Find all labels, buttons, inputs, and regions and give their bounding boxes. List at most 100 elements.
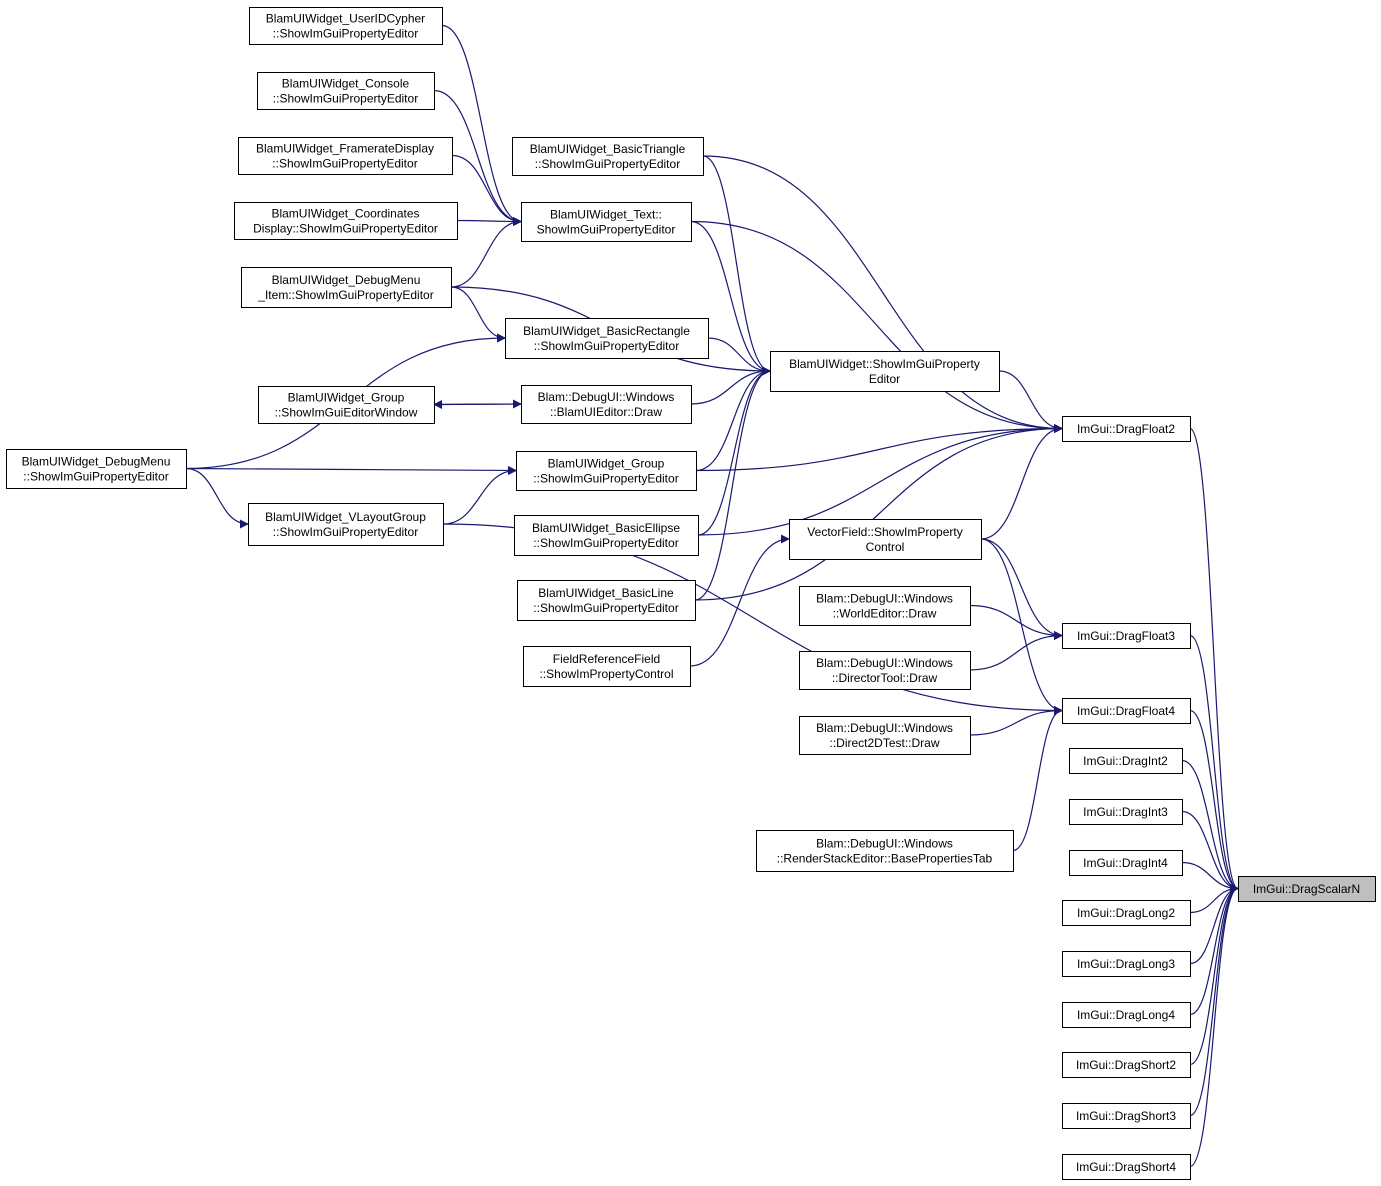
node-label-line: BlamUIWidget_VLayoutGroup [265,510,426,524]
node-blamuiwidget-basicrectangle-showimguipropertyeditor[interactable]: BlamUIWidget_BasicRectangle::ShowImGuiPr… [505,318,709,359]
node-label-line: ImGui::DragLong3 [1077,957,1175,971]
node-imgui-draglong4[interactable]: ImGui::DragLong4 [1062,1002,1191,1028]
node-imgui-dragint4[interactable]: ImGui::DragInt4 [1069,850,1183,876]
node-label-line: Blam::DebugUI::Windows [816,656,953,670]
edge-n10-n17 [690,220,771,376]
node-label-line: ImGui::DragShort3 [1076,1109,1176,1123]
node-blamuiwidget-debugmenu-item-showimguipropertyeditor[interactable]: BlamUIWidget_DebugMenu_Item::ShowImGuiPr… [241,267,452,308]
node-imgui-dragfloat3[interactable]: ImGui::DragFloat3 [1062,623,1191,649]
node-blamuiwidget-basicline-showimguipropertyeditor[interactable]: BlamUIWidget_BasicLine::ShowImGuiPropert… [517,580,696,621]
node-box [1062,623,1191,649]
node-blamuiwidget-basicellipse-showimguipropertyeditor[interactable]: BlamUIWidget_BasicEllipse::ShowImGuiProp… [514,515,699,556]
node-imgui-dragfloat2[interactable]: ImGui::DragFloat2 [1062,416,1191,442]
node-box [241,267,452,308]
node-box [1062,1154,1191,1180]
edge-n22-n25 [1012,706,1063,852]
edge-n21-n25 [969,706,1063,736]
node-blamuiwidget-debugmenu-showimguipropertyeditor[interactable]: BlamUIWidget_DebugMenu::ShowImGuiPropert… [6,449,187,489]
node-blam-debugui-windows-worldeditor-draw[interactable]: Blam::DebugUI::Windows::WorldEditor::Dra… [799,586,971,626]
edge-n18-n24 [980,538,1063,640]
node-blam-debugui-windows-blamuieditor-draw[interactable]: Blam::DebugUI::Windows::BlamUIEditor::Dr… [521,385,692,424]
node-blamuiwidget-group-showimguieditorwindow[interactable]: BlamUIWidget_Group::ShowImGuiEditorWindo… [258,386,435,424]
node-blamuiwidget-frameratedisplay-showimguipropertyeditor[interactable]: BlamUIWidget_FramerateDisplay::ShowImGui… [238,137,453,175]
node-imgui-dragscalarn[interactable]: ImGui::DragScalarN [1238,876,1376,902]
node-box [1069,748,1183,774]
node-label-line: ImGui::DragScalarN [1253,882,1360,896]
node-imgui-dragfloat4[interactable]: ImGui::DragFloat4 [1062,698,1191,724]
edge-n13-n17 [695,366,771,472]
node-label-line: Blam::DebugUI::Windows [538,390,675,404]
node-box [770,351,1000,392]
node-imgui-dragint2[interactable]: ImGui::DragInt2 [1069,748,1183,774]
node-label-line: BlamUIWidget_Coordinates [271,207,419,221]
edge-n18-n25 [980,538,1063,715]
node-label-line: Display::ShowImGuiPropertyEditor [253,222,438,236]
node-label-line: ::ShowImGuiEditorWindow [275,406,418,420]
node-blamuiwidget-console-showimguipropertyeditor[interactable]: BlamUIWidget_Console::ShowImGuiPropertyE… [257,72,435,110]
edge-n10-n23 [690,220,1063,433]
edge-n07-n08 [185,467,249,529]
node-label-line: ImGui::DragFloat2 [1077,422,1175,436]
node-fieldreferencefield-showimpropertycontrol[interactable]: FieldReferenceField::ShowImPropertyContr… [523,646,691,687]
node-label-line: Editor [869,372,900,386]
node-imgui-dragint3[interactable]: ImGui::DragInt3 [1069,799,1183,825]
node-box [789,519,982,560]
node-blamuiwidget-showimguiproperty-editor[interactable]: BlamUIWidget::ShowImGuiPropertyEditor [770,351,1000,392]
edge-n08-n13 [442,466,517,525]
node-box [238,137,453,175]
node-label-line: BlamUIWidget_DebugMenu [22,455,171,469]
node-blamuiwidget-vlayoutgroup-showimguipropertyeditor[interactable]: BlamUIWidget_VLayoutGroup::ShowImGuiProp… [248,503,444,546]
node-blam-debugui-windows-renderstackeditor-baseproperties-tab[interactable]: Blam::DebugUI::Windows::RenderStackEdito… [756,830,1014,872]
node-label-line: BlamUIWidget_BasicLine [538,586,674,600]
node-label-line: BlamUIWidget_Text:: [550,208,662,222]
edge-n13-n23 [695,424,1063,472]
node-blamuiwidget-coordinates-display-showimguipropertyeditor[interactable]: BlamUIWidget_CoordinatesDisplay::ShowImG… [234,202,458,240]
node-blamuiwidget-group-showimguipropertyeditor[interactable]: BlamUIWidget_Group::ShowImGuiPropertyEdi… [516,451,697,491]
edge-n23-n35 [1189,427,1239,893]
node-box [1069,799,1183,825]
node-box [1069,850,1183,876]
node-label-line: ImGui::DragShort2 [1076,1058,1176,1072]
node-box [6,449,187,489]
node-blamuiwidget-basictriangle-showimguipropertyeditor[interactable]: BlamUIWidget_BasicTriangle::ShowImGuiPro… [512,137,704,176]
node-label-line: BlamUIWidget_Group [548,457,665,471]
edge-n27-n35 [1181,810,1239,893]
node-label-line: VectorField::ShowImProperty [807,525,962,539]
edge-n07-n13 [185,465,517,475]
node-label-line: ::ShowImPropertyControl [539,667,673,681]
node-vectorfield-showimproperty-control[interactable]: VectorField::ShowImPropertyControl [789,519,982,560]
node-label-line: BlamUIWidget::ShowImGuiProperty [789,357,980,371]
node-box [1238,876,1376,902]
node-label-line: ImGui::DragFloat4 [1077,704,1175,718]
node-blamuiwidget-useridcypher-showimguipropertyeditor[interactable]: BlamUIWidget_UserIDCypher::ShowImGuiProp… [249,7,443,45]
edge-n09-n23 [702,155,1063,433]
node-label-line: ::ShowImGuiPropertyEditor [273,92,418,106]
node-box [505,318,709,359]
edge-n14-n23 [697,424,1063,536]
node-label-line: ImGui::DragInt4 [1083,856,1168,870]
edge-n24-n35 [1189,634,1239,893]
nodes-layer: BlamUIWidget_UserIDCypher::ShowImGuiProp… [6,7,1376,1180]
edge-n05-n11 [450,286,506,343]
edge-n31-n35 [1189,884,1239,1016]
node-imgui-dragshort2[interactable]: ImGui::DragShort2 [1062,1052,1191,1078]
node-imgui-draglong2[interactable]: ImGui::DragLong2 [1062,900,1191,926]
node-label-line: Control [866,540,905,554]
node-label-line: ::ShowImGuiPropertyEditor [23,470,168,484]
node-imgui-dragshort4[interactable]: ImGui::DragShort4 [1062,1154,1191,1180]
node-blam-debugui-windows-direct2dtest-draw[interactable]: Blam::DebugUI::Windows::Direct2DTest::Dr… [799,716,971,755]
node-imgui-dragshort3[interactable]: ImGui::DragShort3 [1062,1103,1191,1129]
edge-n15-n23 [694,424,1063,601]
node-label-line: ImGui::DragShort4 [1076,1160,1176,1174]
edge-n20-n24 [969,631,1063,671]
edge-n25-n35 [1189,709,1239,893]
node-label-line: ::ShowImGuiPropertyEditor [534,339,679,353]
node-blam-debugui-windows-directortool-draw[interactable]: Blam::DebugUI::Windows::DirectorTool::Dr… [799,651,971,690]
node-label-line: BlamUIWidget_FramerateDisplay [256,142,434,156]
node-label-line: ::WorldEditor::Draw [833,607,937,621]
node-label-line: ImGui::DragInt2 [1083,754,1168,768]
node-imgui-draglong3[interactable]: ImGui::DragLong3 [1062,951,1191,977]
edge-n19-n24 [969,604,1063,640]
node-blamuiwidget-text-showimguipropertyeditor[interactable]: BlamUIWidget_Text::ShowImGuiPropertyEdit… [521,202,692,242]
